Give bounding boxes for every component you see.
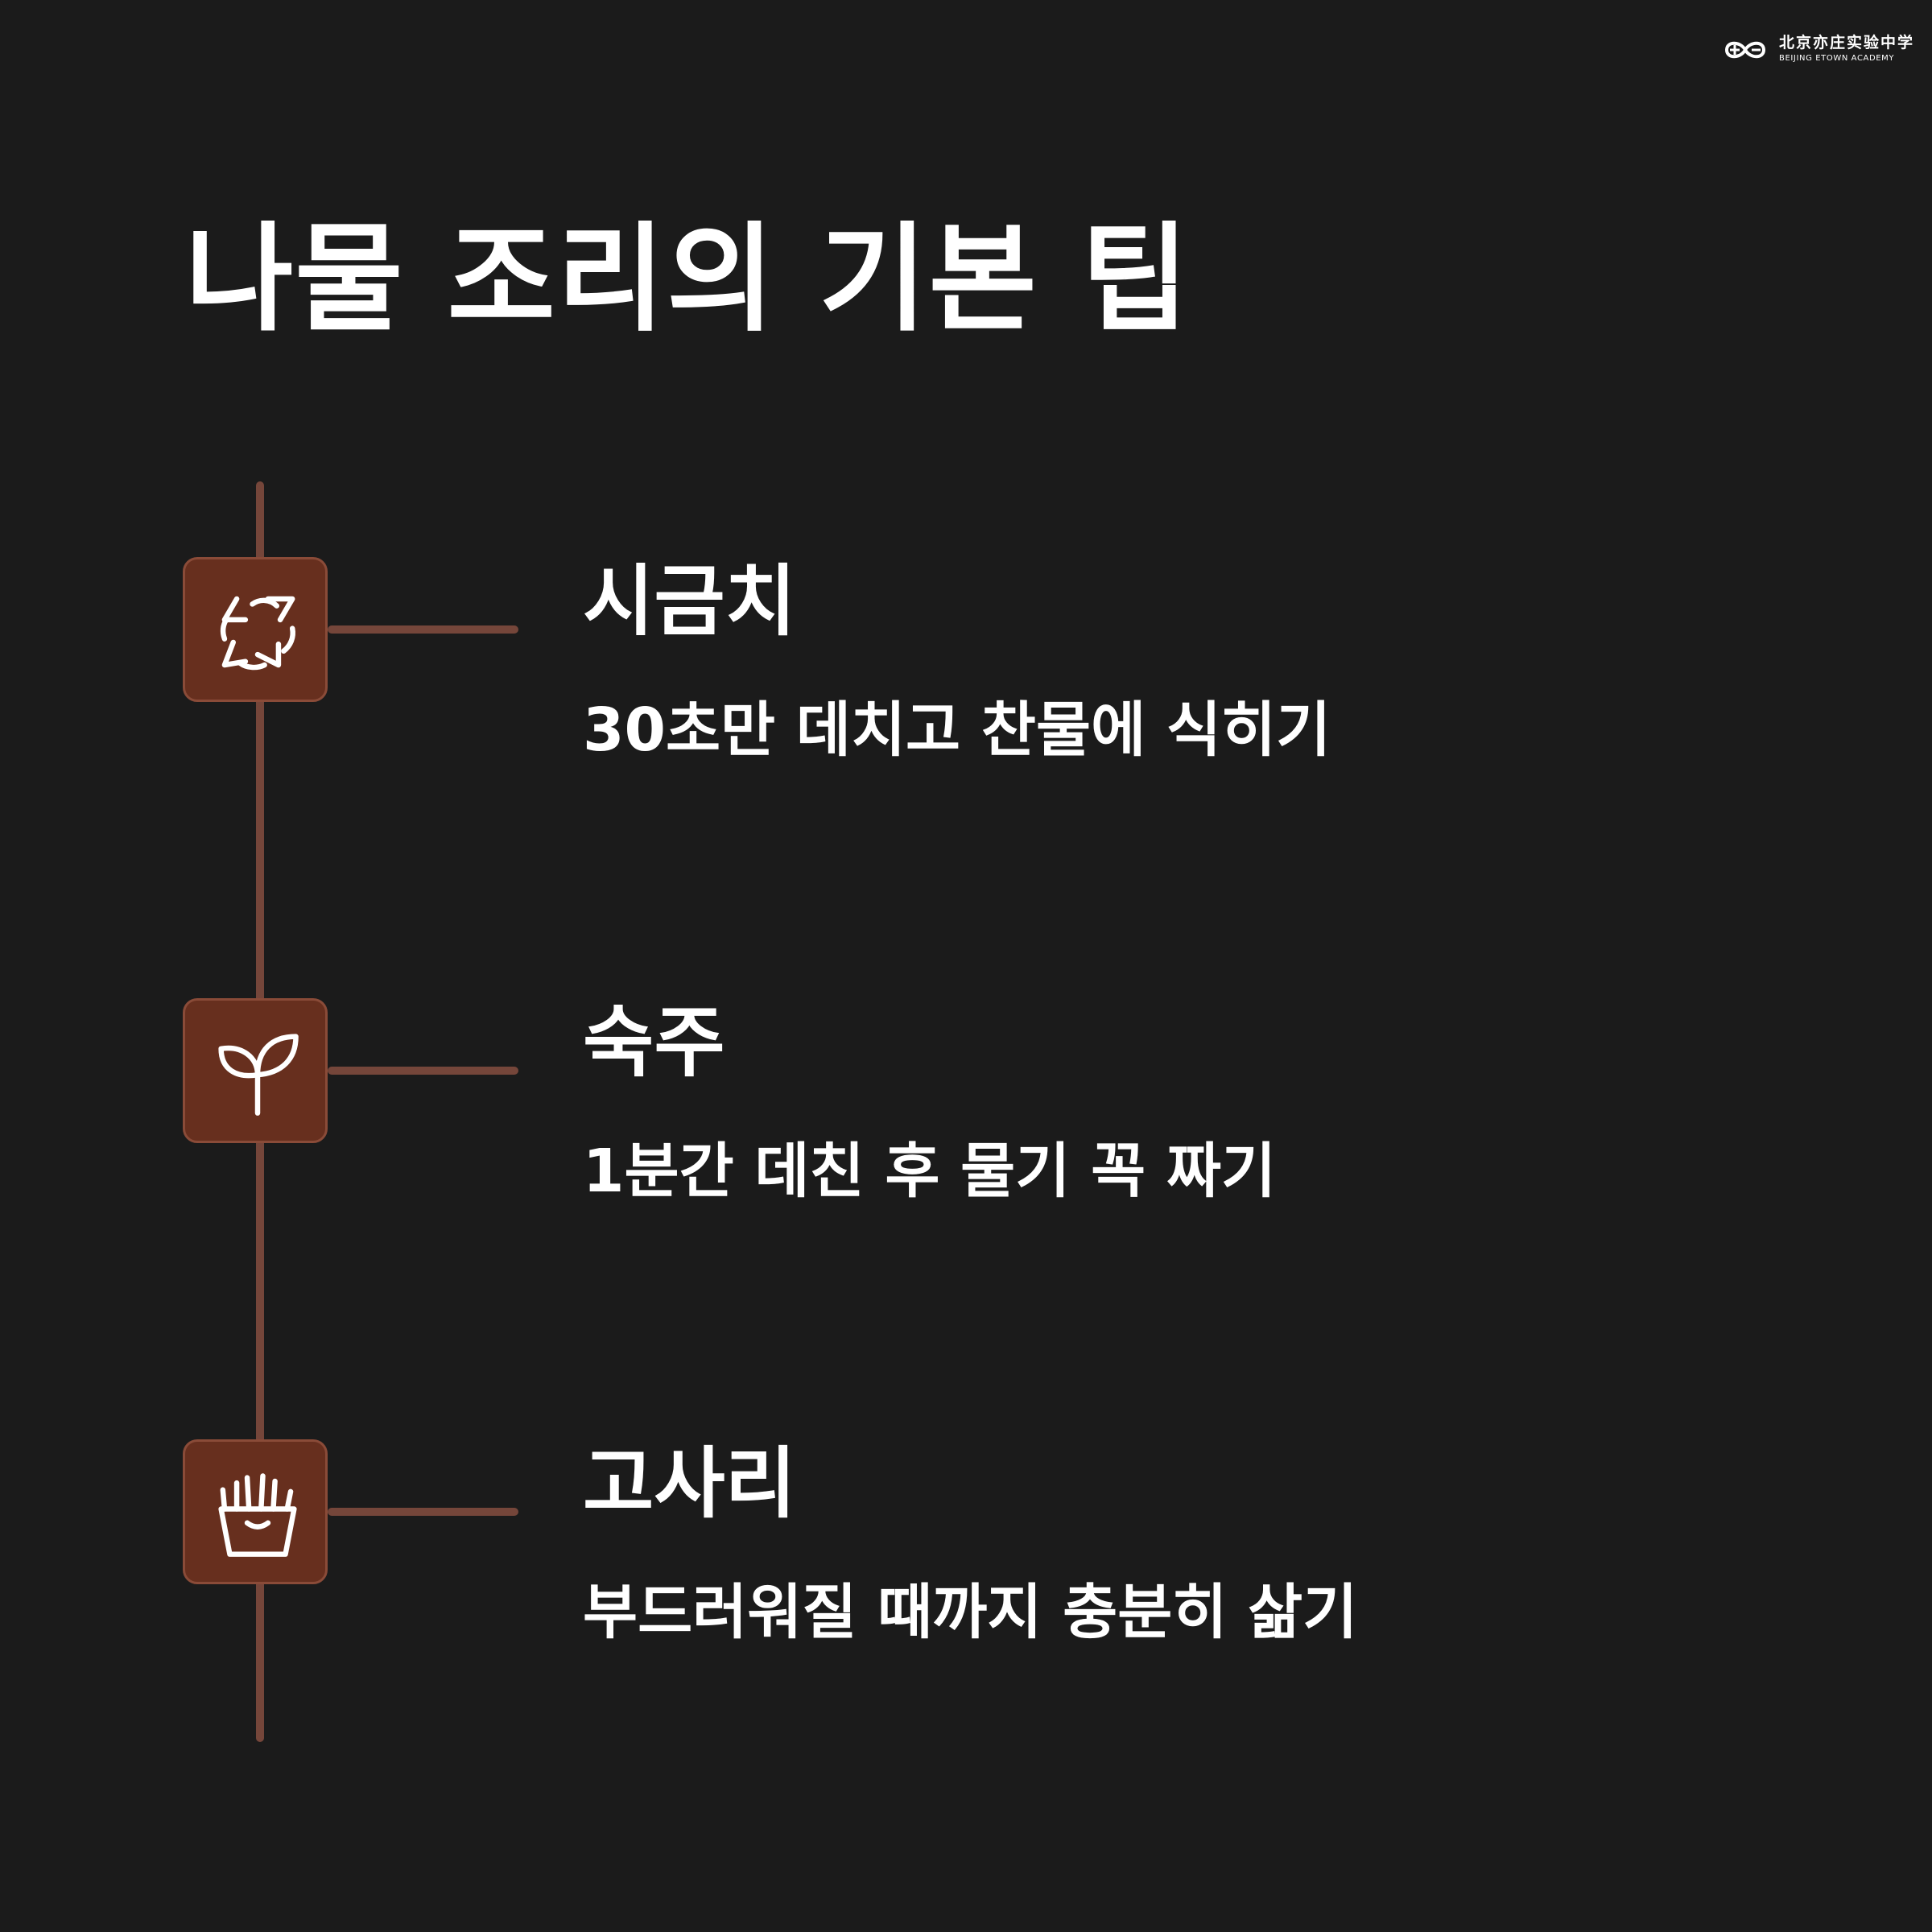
logo-name-chinese: 北京亦庄实验中学 (1779, 34, 1915, 52)
step-connector (328, 625, 518, 634)
logo-name-english: BEIJING ETOWN ACADEMY (1779, 54, 1895, 63)
step-name: 시금치 (583, 556, 796, 646)
step-item-bracken: 고사리 부드러워질 때까지 충분히 삶기 (0, 1439, 1932, 1665)
step-item-spinach: 시금치 30초만 데치고 찬물에 식히기 (0, 557, 1932, 782)
step-icon-box (183, 557, 328, 702)
step-connector (328, 1067, 518, 1075)
step-connector (328, 1508, 518, 1516)
fries-icon (218, 1473, 297, 1557)
school-logo: 北京亦庄实验中学 BEIJING ETOWN ACADEMY (1719, 34, 1913, 66)
sprout-icon (218, 1034, 299, 1116)
step-description: 부드러워질 때까지 충분히 삶기 (583, 1578, 1358, 1647)
recycle-arrows-icon (220, 596, 295, 671)
step-item-bean-sprouts: 숙주 1분간 데친 후 물기 꼭 짜기 (0, 998, 1932, 1224)
step-name: 고사리 (583, 1439, 796, 1529)
step-icon-box (183, 1439, 328, 1584)
infinity-plus-minus-logo-icon (1724, 41, 1766, 59)
step-icon-box (183, 998, 328, 1143)
page-title: 나물 조리의 기본 팁 (185, 211, 1191, 348)
step-description: 30초만 데치고 찬물에 식히기 (583, 696, 1331, 765)
step-name: 숙주 (583, 997, 725, 1088)
step-description: 1분간 데친 후 물기 꼭 짜기 (583, 1137, 1277, 1206)
